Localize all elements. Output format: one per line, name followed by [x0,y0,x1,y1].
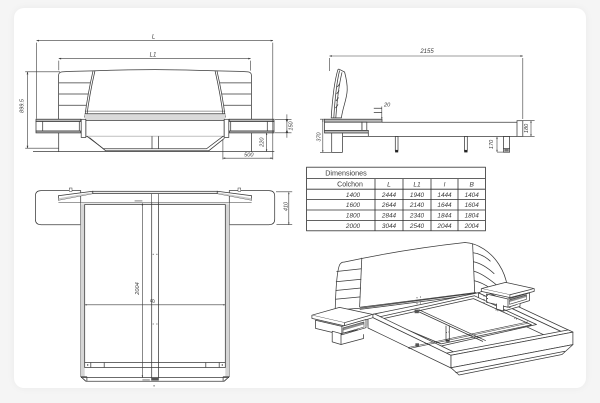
svg-text:2000: 2000 [345,223,361,230]
svg-text:1800: 1800 [346,213,361,220]
svg-text:2444: 2444 [381,192,397,199]
svg-text:L1: L1 [413,181,421,188]
svg-text:1804: 1804 [465,213,480,220]
svg-text:1400: 1400 [346,192,361,199]
svg-text:1444: 1444 [437,192,452,199]
svg-text:899.5: 899.5 [20,98,26,113]
svg-text:Colchon: Colchon [337,181,363,188]
svg-text:2155: 2155 [419,49,434,55]
svg-text:150: 150 [289,120,295,130]
svg-text:2340: 2340 [409,213,425,220]
svg-text:3044: 3044 [382,223,397,230]
svg-text:370: 370 [317,131,323,141]
svg-text:2140: 2140 [409,202,425,209]
svg-text:20: 20 [383,102,391,108]
svg-text:2004: 2004 [464,223,480,230]
svg-text:L: L [387,181,391,188]
svg-text:L1: L1 [150,53,157,59]
svg-text:1600: 1600 [346,202,361,209]
svg-text:2004: 2004 [135,282,141,295]
svg-text:1644: 1644 [437,202,452,209]
svg-text:2844: 2844 [381,213,397,220]
svg-text:2644: 2644 [381,202,397,209]
svg-text:1604: 1604 [465,202,480,209]
svg-text:2044: 2044 [436,223,452,230]
svg-text:B: B [151,299,157,303]
svg-text:180: 180 [524,123,530,133]
svg-text:500: 500 [244,153,254,159]
svg-text:l: l [444,181,446,188]
svg-text:1844: 1844 [437,213,452,220]
svg-text:170: 170 [489,139,495,149]
svg-text:410: 410 [283,201,289,211]
svg-text:L: L [152,35,155,41]
svg-text:B: B [469,181,474,188]
svg-text:Dimensiones: Dimensiones [325,169,367,178]
svg-text:220: 220 [259,137,265,148]
svg-text:1404: 1404 [465,192,480,199]
svg-text:1940: 1940 [410,192,425,199]
svg-text:2540: 2540 [409,223,425,230]
